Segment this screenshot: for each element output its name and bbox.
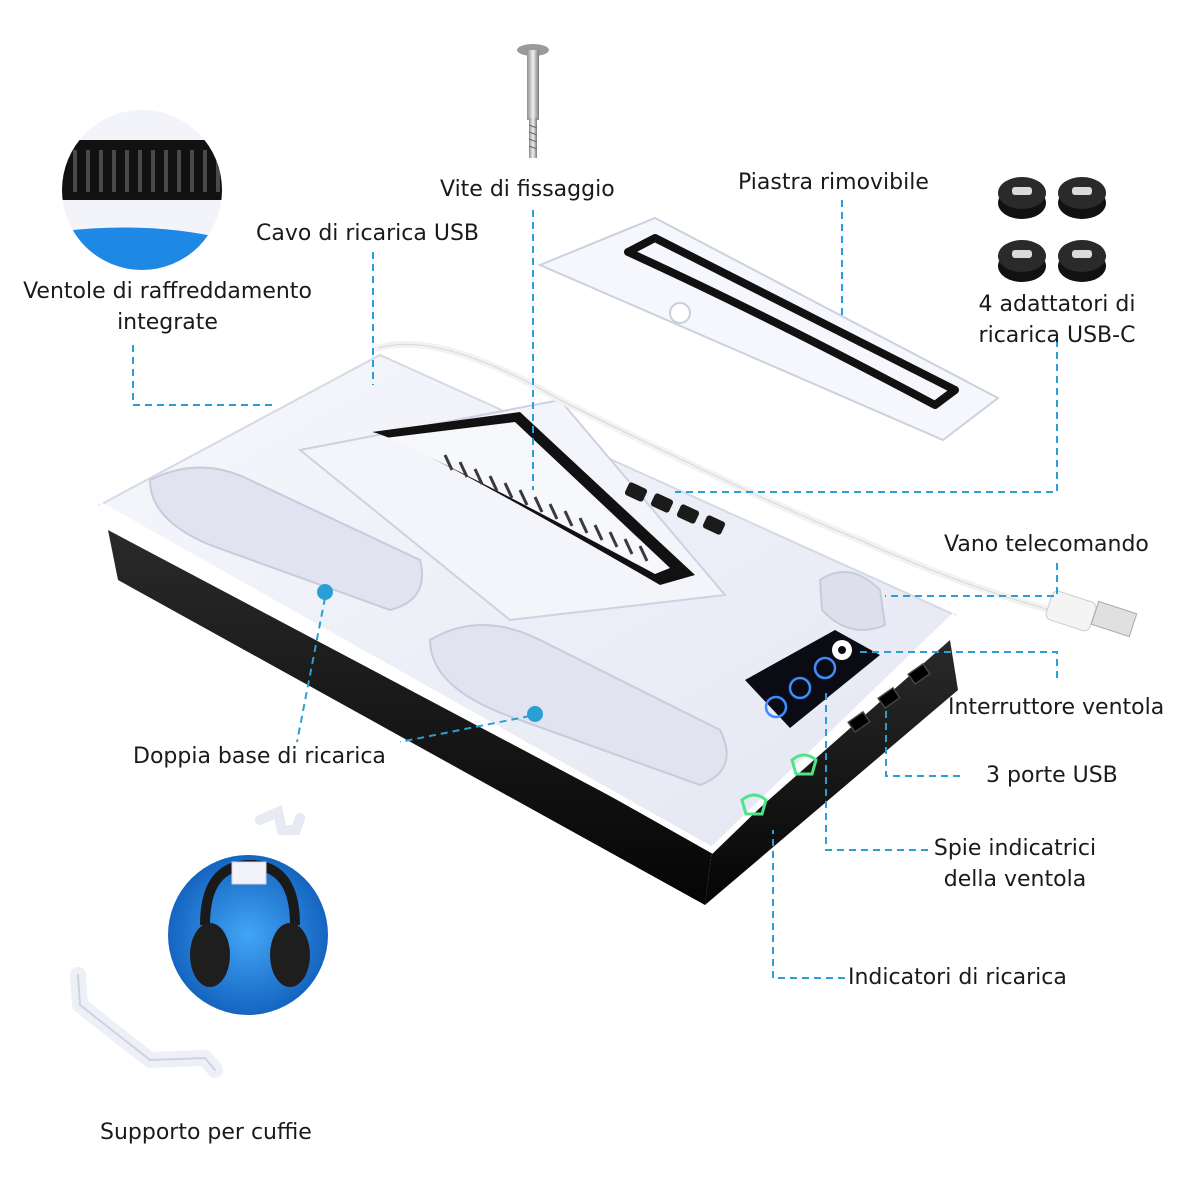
label-usb-cable: Cavo di ricarica USB <box>256 221 480 246</box>
callout-dots <box>317 584 543 722</box>
center-plate <box>297 398 727 622</box>
label-fan-leds-line2: della ventola <box>943 867 1087 892</box>
usbc-adapters <box>998 177 1106 282</box>
fan-led-icons <box>764 656 837 719</box>
cradle-left <box>148 466 423 612</box>
label-fan-leds-line1: Spie indicatrici <box>933 836 1097 861</box>
vent-grille <box>443 454 649 562</box>
label-remote-bay: Vano telecomando <box>944 532 1149 557</box>
charge-indicator-leds <box>740 753 818 816</box>
label-fan-switch: Interruttore ventola <box>948 695 1165 720</box>
leader-lines <box>132 200 1058 979</box>
base-side-right <box>705 640 958 905</box>
label-plate: Piastra rimovibile <box>738 170 929 195</box>
base-side-left <box>108 530 712 905</box>
fan-switch-button <box>832 640 852 660</box>
label-dual-base: Doppia base di ricarica <box>133 744 386 769</box>
usb-cable <box>374 340 1138 638</box>
label-screw: Vite di fissaggio <box>440 177 615 202</box>
usb-ports <box>847 662 931 734</box>
charging-base <box>97 353 958 905</box>
base-edge <box>98 502 958 854</box>
label-adapters: 4 adattatori di ricarica USB-C <box>962 289 1152 351</box>
label-fans-line2: integrate <box>117 310 218 335</box>
label-fan-leds: Spie indicatrici della ventola <box>922 833 1108 895</box>
headset-holder-detail <box>168 855 328 1015</box>
label-fans-line1: Ventole di raffreddamento <box>23 279 312 304</box>
removable-plate <box>537 216 1000 442</box>
screw <box>517 44 549 158</box>
label-adapters-line2: ricarica USB-C <box>978 323 1136 348</box>
label-usb-ports: 3 porte USB <box>986 763 1118 788</box>
label-fans: Ventole di raffreddamento integrate <box>10 276 325 338</box>
headset-hook-top <box>255 804 305 835</box>
adapter-slots <box>624 482 726 535</box>
label-adapters-line1: 4 adattatori di <box>978 292 1136 317</box>
headset-hook-outline <box>77 974 216 1071</box>
label-charge-indicators: Indicatori di ricarica <box>848 965 1067 990</box>
remote-bay-slot <box>818 571 887 631</box>
cradle-right <box>428 624 728 787</box>
fan-detail-circle <box>62 110 222 270</box>
label-headset-holder: Supporto per cuffie <box>100 1120 312 1145</box>
